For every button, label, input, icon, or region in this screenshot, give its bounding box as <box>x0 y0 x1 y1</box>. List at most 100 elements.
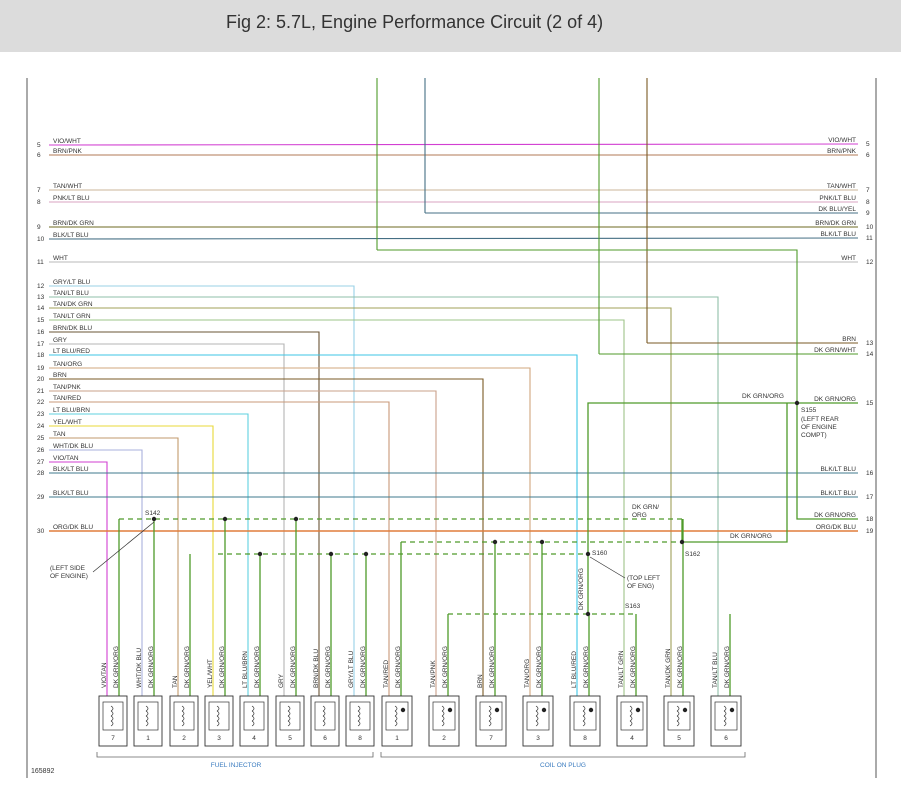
connector-wire-a-label: TAN/LT BLU <box>712 652 719 688</box>
connector-number: 7 <box>111 735 115 742</box>
right-wire-label: DK GRN/ORG <box>814 396 856 403</box>
figure-id: 165892 <box>31 768 54 775</box>
left-wire-label: BRN <box>53 372 67 379</box>
connector-inner <box>349 701 371 731</box>
connector-wire-a-label: VIO/TAN <box>101 662 108 688</box>
coil-winding <box>488 715 492 722</box>
connector-inner <box>667 701 691 731</box>
coil-winding <box>441 715 445 722</box>
connector-body <box>133 695 163 747</box>
splice-dot <box>539 539 545 545</box>
right-wire-label: WHT <box>841 255 856 262</box>
coil-winding <box>251 705 255 712</box>
left-pin-number: 21 <box>37 388 45 395</box>
connector-wire-b-label: DK GRN/ORG <box>148 646 155 688</box>
connector-number: 2 <box>442 735 446 742</box>
connector-wire-a-label: WHT/DK BLU <box>136 648 143 688</box>
left-pin-number: 27 <box>37 459 45 466</box>
left-pin-number: 28 <box>37 470 45 477</box>
left-pin-number: 9 <box>37 224 41 231</box>
connector-wire-b-label: DK GRN/ORG <box>325 646 332 688</box>
wire <box>49 413 249 696</box>
connector-wire-a-label: TAN <box>172 675 179 688</box>
coil-winding <box>145 715 149 722</box>
coil-dot <box>588 707 594 713</box>
wire <box>48 143 859 146</box>
wire <box>49 354 578 696</box>
coil-winding <box>181 715 185 722</box>
coil-winding <box>322 705 326 712</box>
connector-wire-a-label: TAN/PNK <box>430 660 437 688</box>
left-wire-label: TAN/DK GRN <box>53 301 93 308</box>
wire <box>49 367 531 696</box>
coil-dot <box>541 707 547 713</box>
left-pin-number: 23 <box>37 411 45 418</box>
connector-body <box>663 695 695 747</box>
coil-winding <box>216 710 220 717</box>
connector-body <box>428 695 460 747</box>
right-pin-number: 12 <box>866 259 874 266</box>
coil-winding <box>145 705 149 712</box>
connector-number: 5 <box>677 735 681 742</box>
coil-winding <box>251 715 255 722</box>
left-pin-number: 30 <box>37 528 45 535</box>
left-pin-number: 14 <box>37 305 45 312</box>
dk-grn-org-bus <box>796 403 858 520</box>
wire <box>49 331 320 696</box>
dk-grn-org-label: DK GRN/ORG <box>730 533 772 540</box>
coil-winding <box>181 705 185 712</box>
left-pin-number: 7 <box>37 187 41 194</box>
left-pin-number: 17 <box>37 341 45 348</box>
left-side-note: OF ENGINE) <box>50 573 88 580</box>
connector-number: 3 <box>217 735 221 742</box>
left-pin-number: 29 <box>37 494 45 501</box>
coil-winding <box>535 720 539 727</box>
connector-wire-b-label: DK GRN/ORG <box>113 646 120 688</box>
left-pin-number: 5 <box>37 142 41 149</box>
connector-inner <box>479 701 503 731</box>
connector-inner <box>714 701 738 731</box>
connector-wire-b-label: DK GRN/ORG <box>489 646 496 688</box>
right-pin-number: 8 <box>866 199 870 206</box>
right-wire-label: ORG/DK BLU <box>816 524 856 531</box>
left-pin-number: 10 <box>37 236 45 243</box>
wire <box>49 307 672 696</box>
coil-winding <box>394 705 398 712</box>
coil-winding <box>287 710 291 717</box>
right-pin-number: 9 <box>866 210 870 217</box>
connector-number: 4 <box>252 735 256 742</box>
left-wire-label: PNK/LT BLU <box>53 195 90 202</box>
connector-wire-a-label: TAN/ORG <box>524 659 531 688</box>
connector-number: 6 <box>323 735 327 742</box>
coil-winding <box>676 715 680 722</box>
coil-winding <box>488 710 492 717</box>
coil-winding <box>723 720 727 727</box>
right-wire-label: TAN/WHT <box>827 183 856 190</box>
connector-wire-b-label: DK GRN/ORG <box>630 646 637 688</box>
coil-winding <box>723 705 727 712</box>
left-wire-label: WHT/DK BLU <box>53 443 93 450</box>
splice-dot <box>257 551 263 557</box>
left-wire-label: TAN/PNK <box>53 384 81 391</box>
connector-wire-b-label: DK GRN/ORG <box>724 646 731 688</box>
connector-number: 6 <box>724 735 728 742</box>
coil-winding <box>535 705 539 712</box>
coil-winding <box>582 715 586 722</box>
right-pin-number: 5 <box>866 141 870 148</box>
splice-dot <box>585 611 591 617</box>
left-wire-label: TAN/WHT <box>53 183 82 190</box>
connector-wire-a-label: LT BLU/BRN <box>242 651 249 688</box>
coil-dot <box>635 707 641 713</box>
connector-wire-a-label: LT BLU/RED <box>571 651 578 688</box>
coil-dot <box>400 707 406 713</box>
wires <box>48 78 859 696</box>
connector-number: 3 <box>536 735 540 742</box>
coil-winding <box>394 720 398 727</box>
coil-on-plug-group-label: COIL ON PLUG <box>540 762 586 769</box>
coil-winding <box>110 715 114 722</box>
splice-s155-note: COMPT) <box>801 432 827 439</box>
